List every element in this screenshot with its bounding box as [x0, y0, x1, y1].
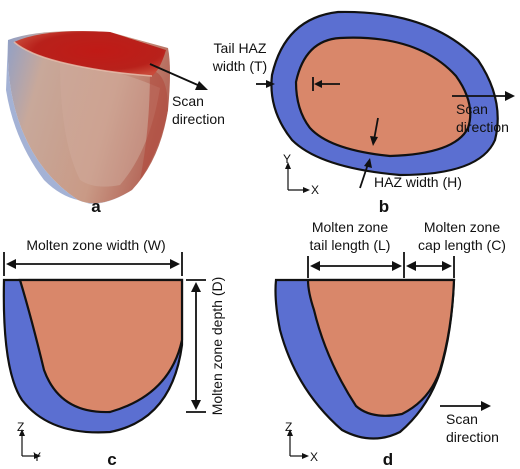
molten-zone-d [306, 278, 456, 417]
tail-haz-label-line1: Tail HAZ [214, 40, 267, 56]
tail-length-label-line1: Molten zone [312, 219, 388, 235]
tail-haz-arrow [256, 80, 275, 88]
scan-label-b-line1: Scan [456, 101, 488, 117]
axis-label-x-d: X [310, 450, 318, 464]
tail-haz-label-line2: width (T) [212, 58, 267, 74]
depth-dimension-c [186, 279, 206, 413]
panel-label-a: a [91, 197, 101, 216]
weld-pool-3d-render [6, 31, 171, 204]
panel-b: Tail HAZ width (T) HAZ width (H) Scan di… [212, 10, 515, 216]
scan-direction-arrow-d [440, 401, 491, 411]
haz-width-label: HAZ width (H) [374, 174, 462, 190]
axes-d [287, 429, 309, 459]
panel-d: Molten zone tail length (L) Molten zone … [274, 219, 506, 469]
panel-label-b: b [379, 197, 389, 216]
haz-width-arrows [359, 117, 379, 189]
panel-c: Molten zone width (W) Molten zone depth … [2, 237, 225, 469]
axis-label-y-c: Y [33, 450, 41, 464]
axis-label-z-c: Z [17, 420, 24, 434]
panel-a: Scan direction a [6, 31, 225, 216]
length-dimensions-d [307, 252, 455, 278]
molten-width-label: Molten zone width (W) [26, 237, 165, 253]
axis-label-x-b: X [311, 183, 319, 197]
tail-haz-inner-marker [312, 77, 340, 91]
scan-label-b-line2: direction [456, 119, 509, 135]
cap-length-label-line2: cap length (C) [418, 237, 506, 253]
molten-zone-b [294, 36, 472, 158]
axes-c [19, 429, 41, 459]
scan-label-d-line2: direction [446, 429, 499, 445]
width-dimension-c [3, 252, 183, 276]
scan-direction-arrow-b [452, 91, 515, 101]
scan-label-d-line1: Scan [446, 411, 478, 427]
molten-zone-c [18, 278, 184, 414]
axes-b [285, 162, 310, 193]
scan-label-a-line2: direction [172, 111, 225, 127]
panel-label-d: d [383, 450, 393, 469]
tail-length-label-line2: tail length (L) [310, 237, 391, 253]
scan-label-a-line1: Scan [172, 93, 204, 109]
cap-length-label-line1: Molten zone [424, 219, 500, 235]
axis-label-y-b: Y [283, 152, 291, 166]
scan-direction-arrow-a [149, 63, 208, 90]
axis-label-z-d: Z [285, 420, 292, 434]
molten-depth-label: Molten zone depth (D) [209, 277, 225, 416]
panel-label-c: c [107, 450, 116, 469]
